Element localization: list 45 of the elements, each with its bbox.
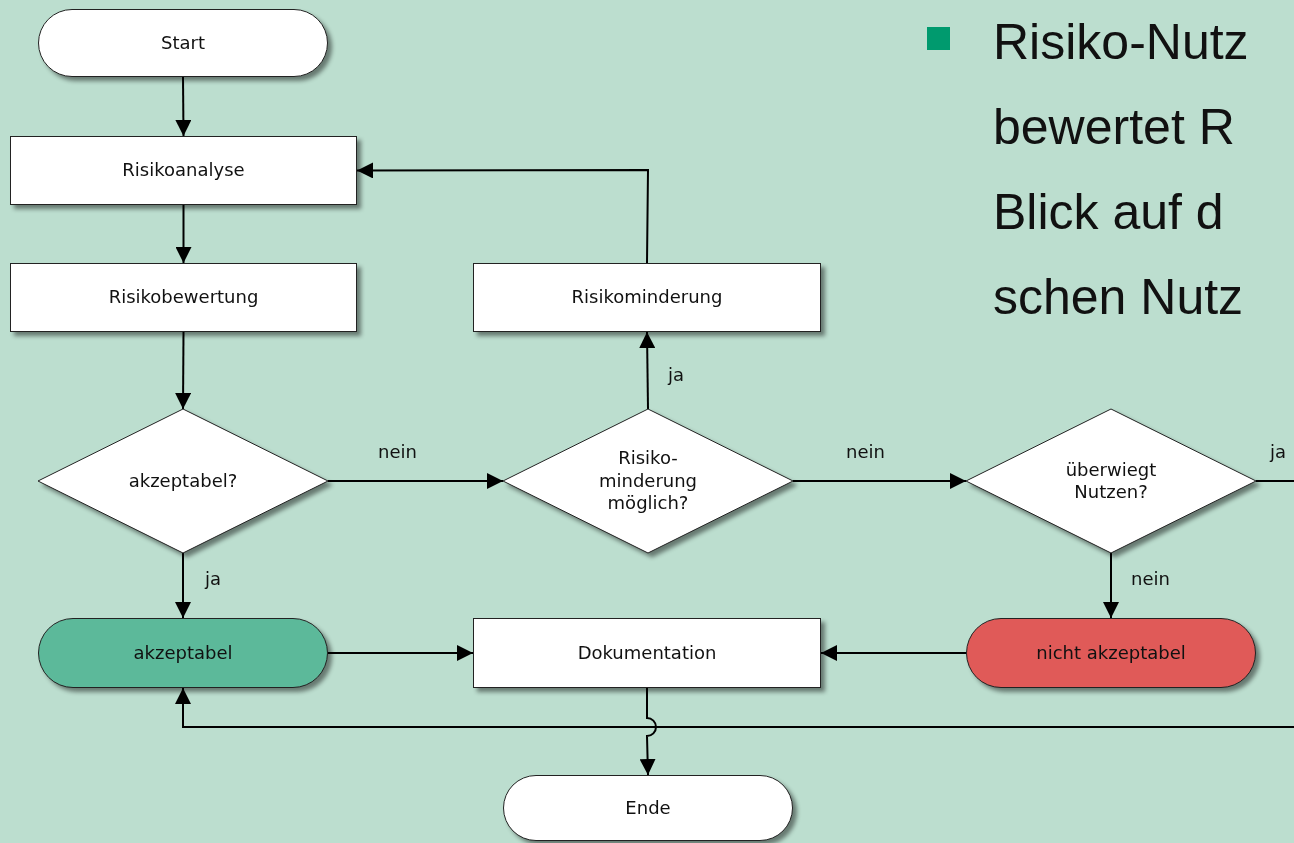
bullet-text: Risiko-Nutz	[993, 17, 1249, 67]
arrow	[639, 331, 656, 410]
arrow	[792, 473, 967, 489]
arrow	[639, 687, 657, 776]
edge-label: ja	[1270, 441, 1287, 462]
arrow	[175, 76, 192, 137]
arrow	[175, 480, 1294, 728]
process-box	[473, 618, 821, 688]
decision-diamond	[38, 409, 328, 553]
bullet-text: Blick auf d	[993, 187, 1224, 237]
edge-label: nein	[378, 441, 417, 462]
decision-diamond	[503, 409, 793, 553]
node-text: akzeptabel	[133, 641, 233, 665]
edge-label: nein	[846, 441, 885, 462]
node-text: Dokumentation	[577, 641, 717, 665]
end-terminal	[503, 775, 793, 841]
node-text: Ende	[625, 796, 671, 820]
arrow	[820, 645, 967, 661]
arrow	[1103, 552, 1119, 619]
node-text: akzeptabel?	[127, 469, 239, 493]
start-terminal	[38, 9, 328, 77]
arrow	[327, 645, 474, 661]
node-text: Risikobewertung	[108, 286, 259, 309]
arrow	[175, 331, 192, 410]
process-box	[10, 136, 357, 205]
node-text: Risikominderung	[571, 286, 723, 309]
node-text: Risiko- minderung möglich?	[598, 447, 698, 515]
terminal	[966, 618, 1256, 688]
arrow	[327, 473, 504, 489]
terminal	[38, 618, 328, 688]
arrow	[175, 552, 191, 619]
process-box	[10, 263, 357, 332]
decision-diamond	[966, 409, 1256, 553]
bullet-text: schen Nutz	[993, 272, 1244, 322]
edge-label: ja	[668, 364, 685, 385]
node-text: überwiegt Nutzen?	[1064, 458, 1158, 504]
arrow	[175, 204, 192, 264]
edge-label: ja	[205, 568, 222, 589]
bullet-text: bewertet R	[993, 102, 1235, 152]
node-text: Risikoanalyse	[122, 159, 245, 182]
edge-label: nein	[1131, 568, 1170, 589]
node-text: nicht akzeptabel	[1036, 641, 1186, 665]
arrow	[356, 162, 649, 264]
process-box	[473, 263, 821, 332]
node-text: Start	[161, 31, 205, 55]
